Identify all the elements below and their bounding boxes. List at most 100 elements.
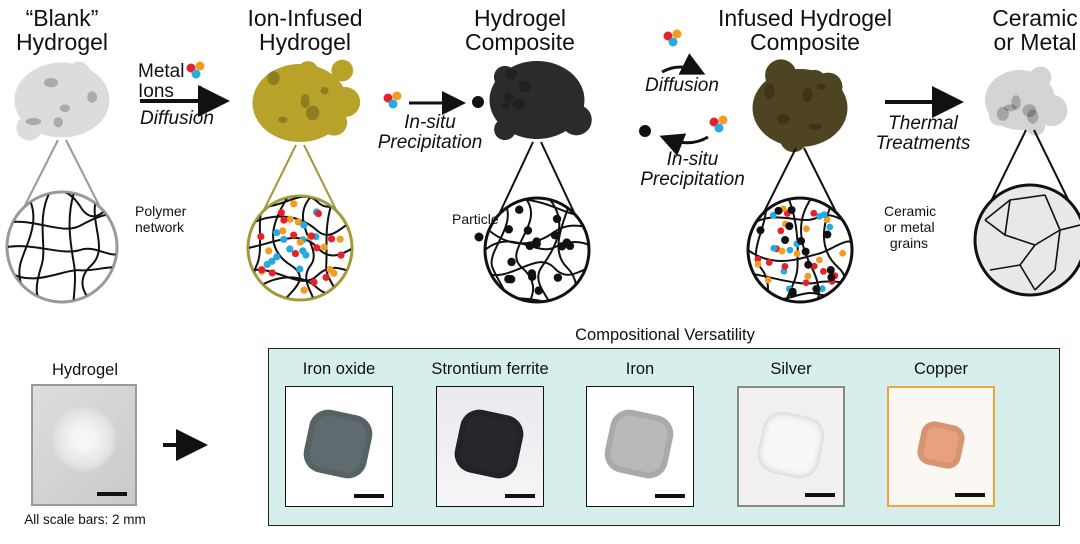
lattice-pore xyxy=(25,117,42,126)
ion xyxy=(320,243,328,251)
ion xyxy=(802,225,810,233)
hydrogel-sample xyxy=(51,406,117,472)
scale-bar xyxy=(354,494,384,498)
ion xyxy=(310,278,318,286)
particle xyxy=(504,274,513,284)
ion-infused-zoom xyxy=(246,144,354,302)
ion-entry-curve xyxy=(198,85,213,102)
stage-1-title: “Blank”Hydrogel xyxy=(15,5,109,56)
lattice-lobe xyxy=(494,118,516,141)
panel-title: Compositional Versatility xyxy=(575,326,755,344)
ion xyxy=(277,208,285,217)
lattice-lobe xyxy=(1019,82,1039,102)
ion xyxy=(307,232,316,240)
particle xyxy=(532,239,541,249)
ion xyxy=(314,209,322,218)
particle xyxy=(756,226,765,235)
material-label: Iron xyxy=(625,360,655,378)
lattice-lobe xyxy=(297,61,319,83)
blank-hydrogel-zoom xyxy=(5,139,119,304)
sample xyxy=(451,405,527,482)
ion xyxy=(777,227,785,235)
particle xyxy=(553,273,563,282)
infused-composite-zoom xyxy=(746,147,854,304)
particle xyxy=(785,222,794,231)
ion xyxy=(291,249,300,258)
lattice-lobe xyxy=(988,78,1015,106)
lattice-lobe xyxy=(765,59,797,92)
lattice-lobe xyxy=(493,65,516,88)
ion-orange xyxy=(672,29,682,39)
ion xyxy=(296,265,304,273)
ion xyxy=(765,259,773,266)
material-photo-iron xyxy=(586,386,694,507)
lattice-lobe xyxy=(309,111,330,132)
sample xyxy=(601,405,677,482)
ion xyxy=(322,273,330,281)
ion xyxy=(786,246,794,254)
ion xyxy=(300,221,308,229)
particle xyxy=(552,214,562,224)
particle xyxy=(823,230,832,239)
lattice-lobe xyxy=(554,97,580,123)
polymer-chain xyxy=(301,197,315,299)
lattice-pore xyxy=(504,92,514,104)
lattice-lobe xyxy=(524,116,548,140)
ion xyxy=(330,269,338,277)
ion xyxy=(286,215,294,223)
lattice-lobe xyxy=(61,91,80,111)
lattice-pore xyxy=(1022,104,1037,118)
material-label: Strontium ferrite xyxy=(431,360,549,378)
lattice-lobe xyxy=(988,105,1010,126)
ion-blue xyxy=(388,99,398,109)
particle-icon-1 xyxy=(472,96,484,108)
lattice-lobe xyxy=(802,69,826,94)
ion xyxy=(337,251,345,259)
ion-red xyxy=(709,117,719,127)
hydrogel-composite-zoom xyxy=(483,141,591,304)
ion xyxy=(286,245,294,253)
ion-blue xyxy=(714,123,724,133)
ion xyxy=(327,235,336,243)
particle xyxy=(534,286,543,295)
particle xyxy=(523,226,533,235)
polymer-chain xyxy=(68,193,77,301)
ion-blue xyxy=(191,69,201,79)
ion xyxy=(265,247,273,255)
ion-red xyxy=(383,93,393,103)
polymer-chain xyxy=(515,199,534,301)
particle xyxy=(562,238,571,247)
lattice-pore xyxy=(808,123,822,130)
ion xyxy=(818,285,826,293)
sample xyxy=(300,405,376,482)
lattice-lobe xyxy=(279,73,303,97)
blank-hydrogel-lattice xyxy=(14,61,110,141)
material-photo-silver xyxy=(737,386,845,507)
material-photo-iron-oxide xyxy=(285,386,393,507)
particle xyxy=(550,230,560,240)
ion xyxy=(754,260,762,268)
diffusion-label-1: Diffusion xyxy=(140,108,214,129)
ion xyxy=(273,253,281,261)
lattice-pore xyxy=(764,83,775,100)
lattice-pore xyxy=(512,98,526,110)
particle xyxy=(525,241,535,251)
lattice-pore xyxy=(43,77,59,88)
ion xyxy=(280,235,288,243)
sample xyxy=(755,408,827,481)
lattice-pore xyxy=(306,105,320,121)
hydrogel-photo-label: Hydrogel xyxy=(51,361,119,379)
lattice-lobe xyxy=(779,125,808,153)
particle xyxy=(507,257,516,267)
ion-orange xyxy=(718,115,728,125)
magnified-circle xyxy=(746,196,854,304)
particle xyxy=(515,205,524,214)
hydrogel-composite-lattice xyxy=(489,61,592,141)
ions-icon-1 xyxy=(383,91,402,109)
